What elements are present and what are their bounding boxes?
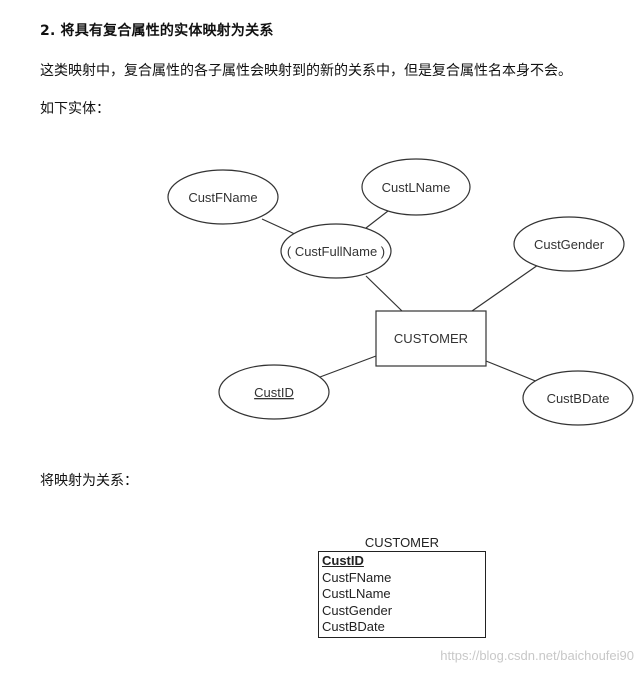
watermark: https://blog.csdn.net/baichoufei90 <box>440 648 634 663</box>
relation-column: CustBDate <box>322 619 385 635</box>
entity-customer-label: CUSTOMER <box>394 331 468 346</box>
relation-table: CUSTOMER CustID CustFName CustLName Cust… <box>318 535 486 638</box>
relation-column: CustGender <box>322 602 393 618</box>
connector-lname-fullname <box>365 210 389 229</box>
section-heading: 2. 将具有复合属性的实体映射为关系 <box>40 23 274 39</box>
example-label: 如下实体： <box>40 101 110 117</box>
attr-custbdate-ellipse <box>522 370 634 426</box>
attr-custid-ellipse <box>218 364 330 420</box>
connector-gender-entity <box>471 264 539 312</box>
attr-custgender-ellipse <box>513 216 625 272</box>
attr-custfullname-ellipse <box>280 223 392 279</box>
connector-fullname-entity <box>365 275 403 312</box>
er-connectors <box>261 210 539 383</box>
connector-fname-fullname <box>261 218 298 236</box>
relation-column: CustLName <box>322 586 391 602</box>
entity-customer-box <box>375 310 487 367</box>
intro-paragraph: 这类映射中，复合属性的各子属性会映射到的新的关系中，但是复合属性名本身不会。 <box>40 63 572 79</box>
attr-custbdate-label: CustBDate <box>547 391 610 406</box>
attr-custlname-ellipse <box>361 158 471 216</box>
connector-bdate-entity <box>485 360 539 383</box>
attr-custfname-label: CustFName <box>188 190 257 205</box>
relation-title: CUSTOMER <box>364 535 440 550</box>
er-diagram: CustFName CustLName ( CustFullName ) Cus… <box>167 158 634 426</box>
attr-custgender-label: CustGender <box>534 237 605 252</box>
relation-column: CustFName <box>322 569 392 585</box>
primary-key-column: CustID <box>322 553 364 568</box>
connector-id-entity <box>319 355 377 378</box>
attr-custfname-ellipse <box>167 169 279 225</box>
relation-columns: CustID CustFName CustLName CustGender Cu… <box>318 551 486 638</box>
attr-custfullname-label: ( CustFullName ) <box>287 244 385 259</box>
attr-custlname-label: CustLName <box>382 180 451 195</box>
mapping-label: 将映射为关系： <box>40 473 138 489</box>
attr-custid-label: CustID <box>254 385 294 400</box>
